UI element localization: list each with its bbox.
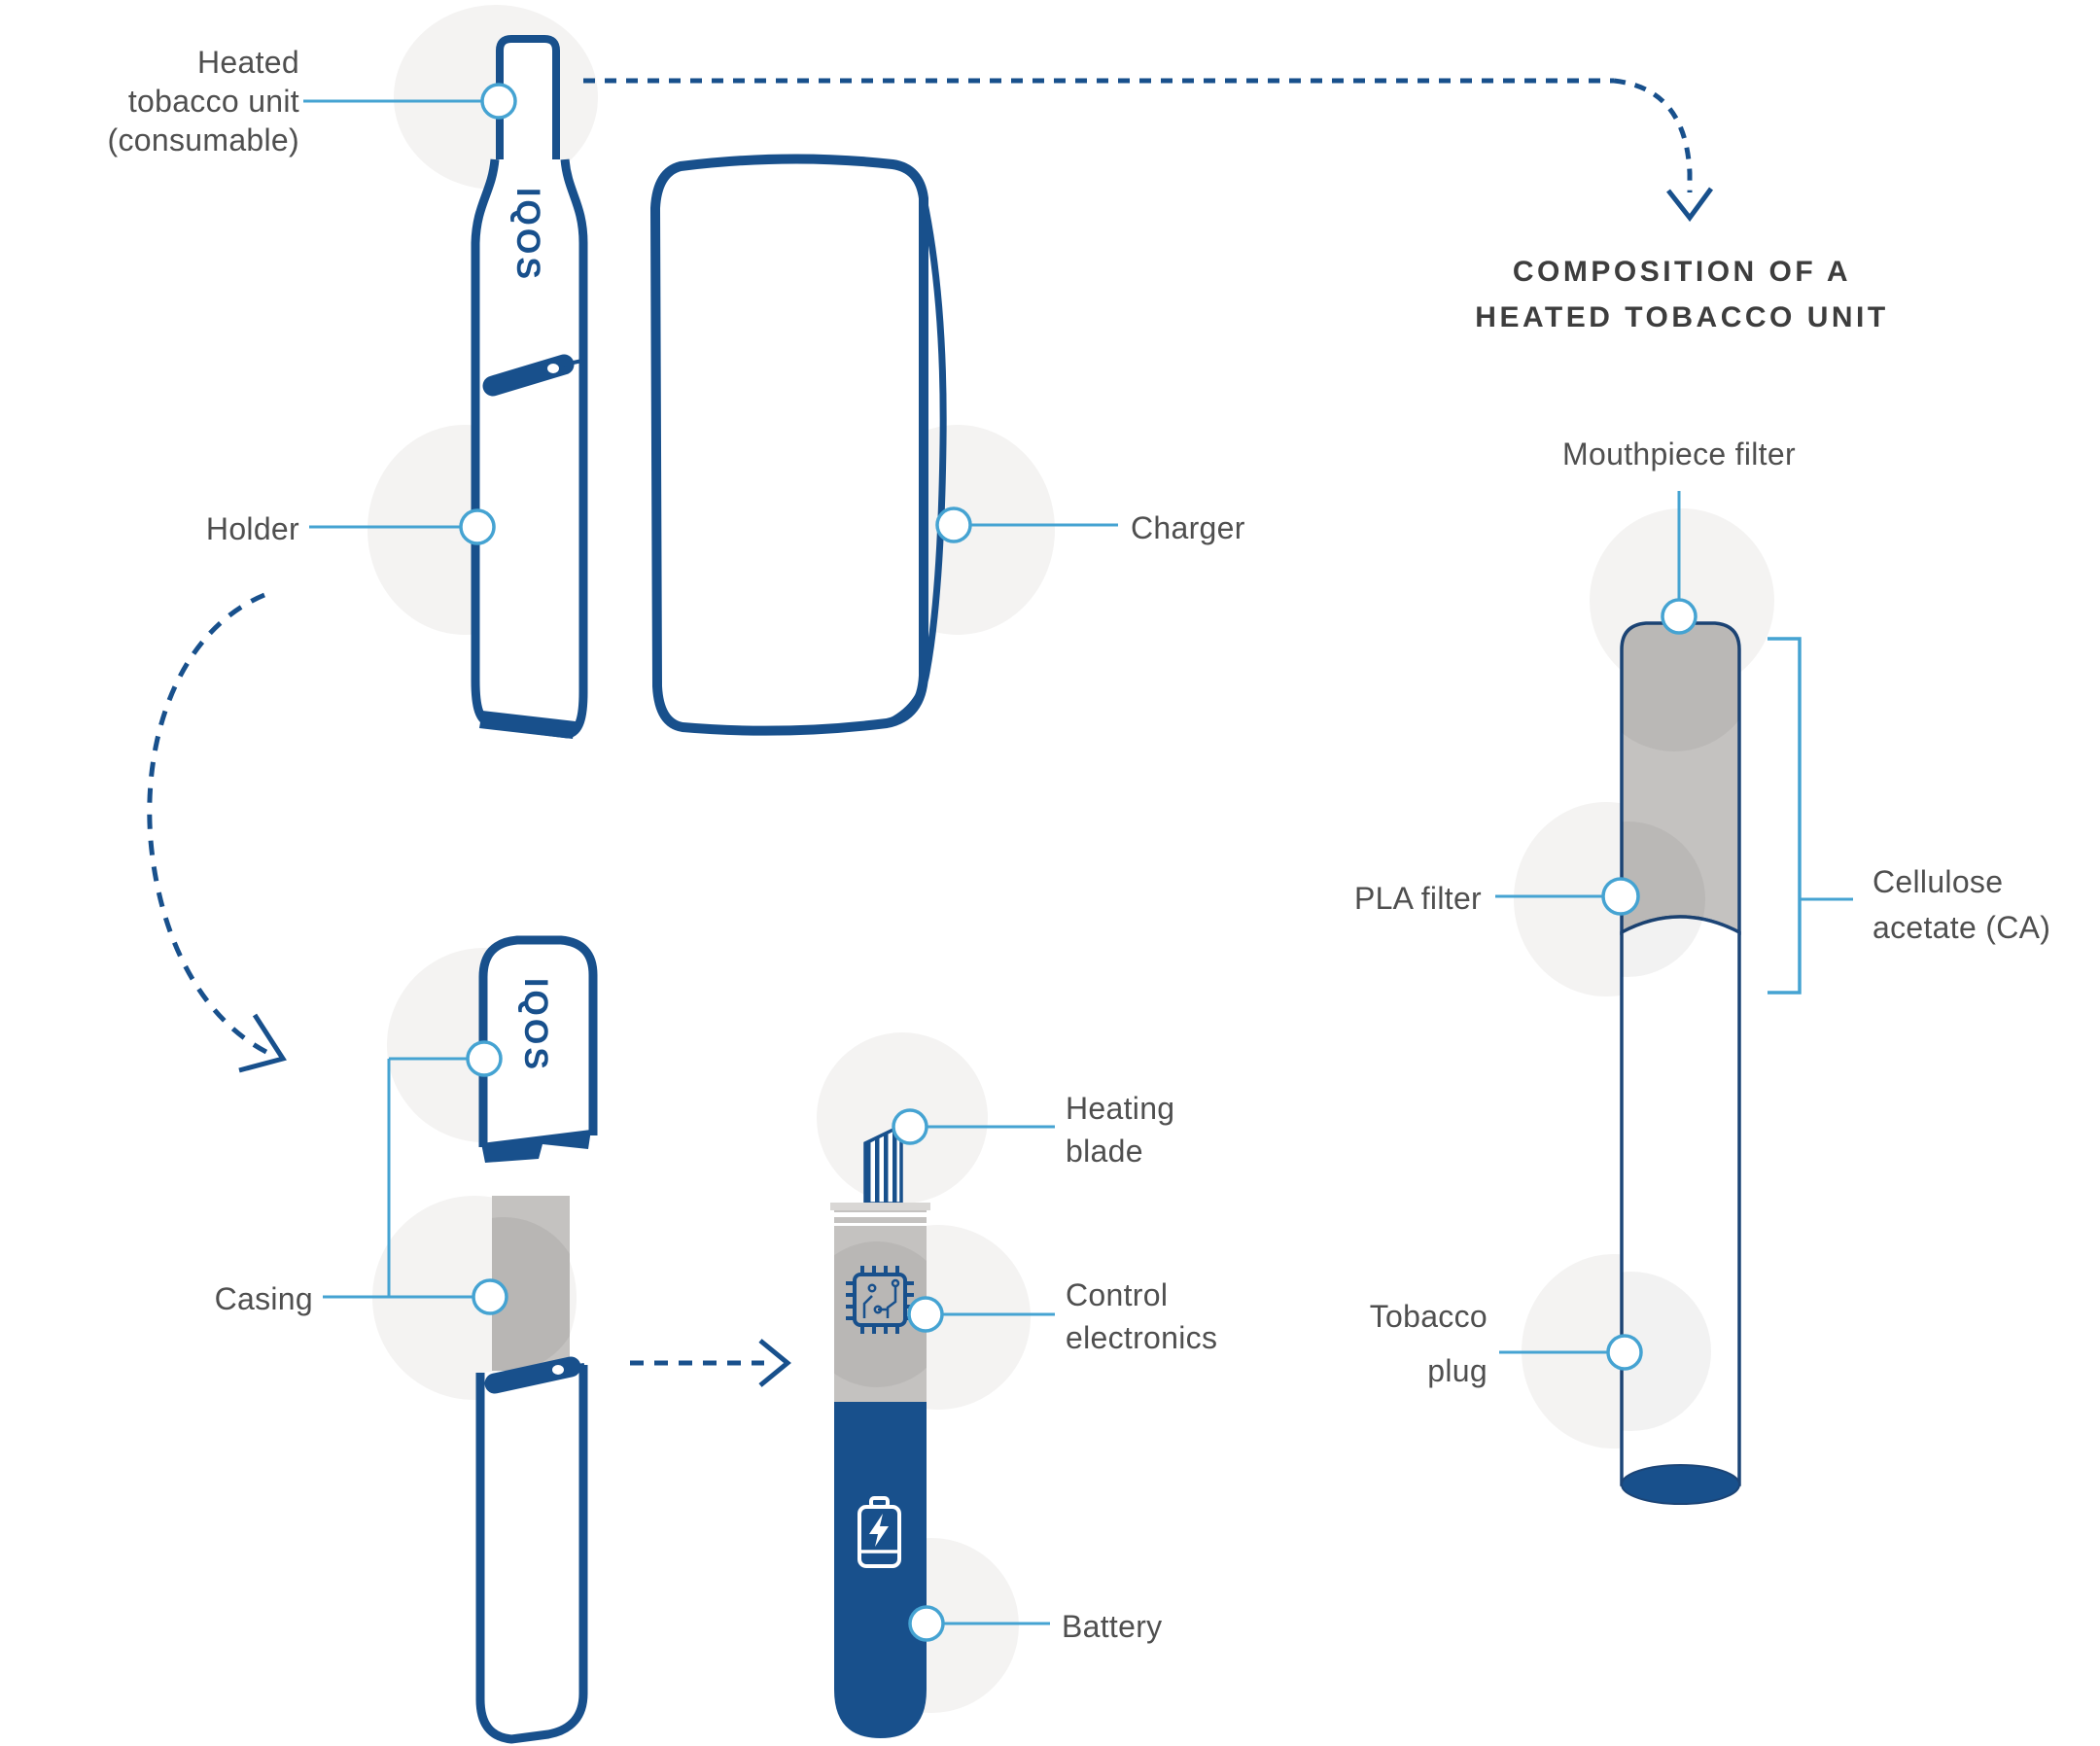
core-battery-section — [834, 1402, 927, 1738]
casing-button-dot — [552, 1365, 564, 1375]
heating-blade-label: Heating blade — [1066, 1091, 1175, 1169]
marker-casing-cap — [466, 1040, 503, 1077]
marker-charger — [935, 506, 972, 543]
marker-heating-blade — [892, 1108, 928, 1145]
marker-heated-tobacco-unit — [480, 83, 517, 120]
casing-cap-base — [481, 1130, 591, 1163]
tobacco-stick — [496, 35, 560, 159]
htu-tobacco-end — [1621, 1464, 1740, 1505]
tobacco-plug-label: Tobacco plug — [1369, 1299, 1488, 1388]
arrowhead-down-icon — [1666, 187, 1714, 223]
arrowhead-right-icon — [758, 1339, 791, 1387]
charger-label: Charger — [1131, 510, 1245, 545]
battery-charging-icon — [858, 1496, 901, 1568]
arrow-to-disassembly — [147, 592, 276, 1059]
heated-tobacco-unit-label: Heated tobacco unit (consumable) — [107, 45, 299, 157]
cellulose-bracket — [1768, 637, 1802, 995]
core-in-casing — [492, 1196, 570, 1371]
marker-mouthpiece-filter — [1661, 598, 1698, 635]
composition-heading: COMPOSITION OF A HEATED TOBACCO UNIT — [1475, 256, 1889, 333]
callout-markers — [459, 83, 1698, 1642]
pla-filter-label: PLA filter — [1353, 881, 1482, 916]
casing-cap-logo: IQOS — [517, 977, 555, 1072]
casing-label: Casing — [214, 1281, 313, 1316]
core-electronics-section — [834, 1203, 927, 1402]
dashed-arrows — [147, 78, 1714, 1387]
marker-control-electronics — [907, 1296, 944, 1333]
holder-logo: IQOS — [509, 187, 547, 282]
casing-cap — [478, 935, 598, 1147]
cellulose-acetate-label: Cellulose acetate (CA) — [1872, 864, 2051, 945]
control-electronics-label: Control electronics — [1066, 1277, 1218, 1355]
charger-body — [650, 154, 928, 736]
holder-label: Holder — [205, 511, 299, 546]
callout-connectors — [303, 99, 1853, 1625]
marker-battery — [908, 1605, 945, 1642]
battery-label: Battery — [1062, 1609, 1163, 1644]
mouthpiece-filter-label: Mouthpiece filter — [1562, 436, 1796, 471]
holder-base — [479, 711, 576, 739]
marker-pla-filter — [1601, 877, 1640, 916]
marker-holder — [459, 508, 496, 545]
marker-tobacco-plug — [1606, 1334, 1643, 1371]
arrowhead-right-down-icon — [238, 1013, 287, 1073]
holder-button-dot — [547, 364, 559, 373]
marker-casing-core — [472, 1278, 508, 1315]
cpu-chip-icon — [846, 1266, 914, 1334]
htu-body-section — [1620, 915, 1741, 1486]
casing-lower — [475, 1365, 588, 1744]
